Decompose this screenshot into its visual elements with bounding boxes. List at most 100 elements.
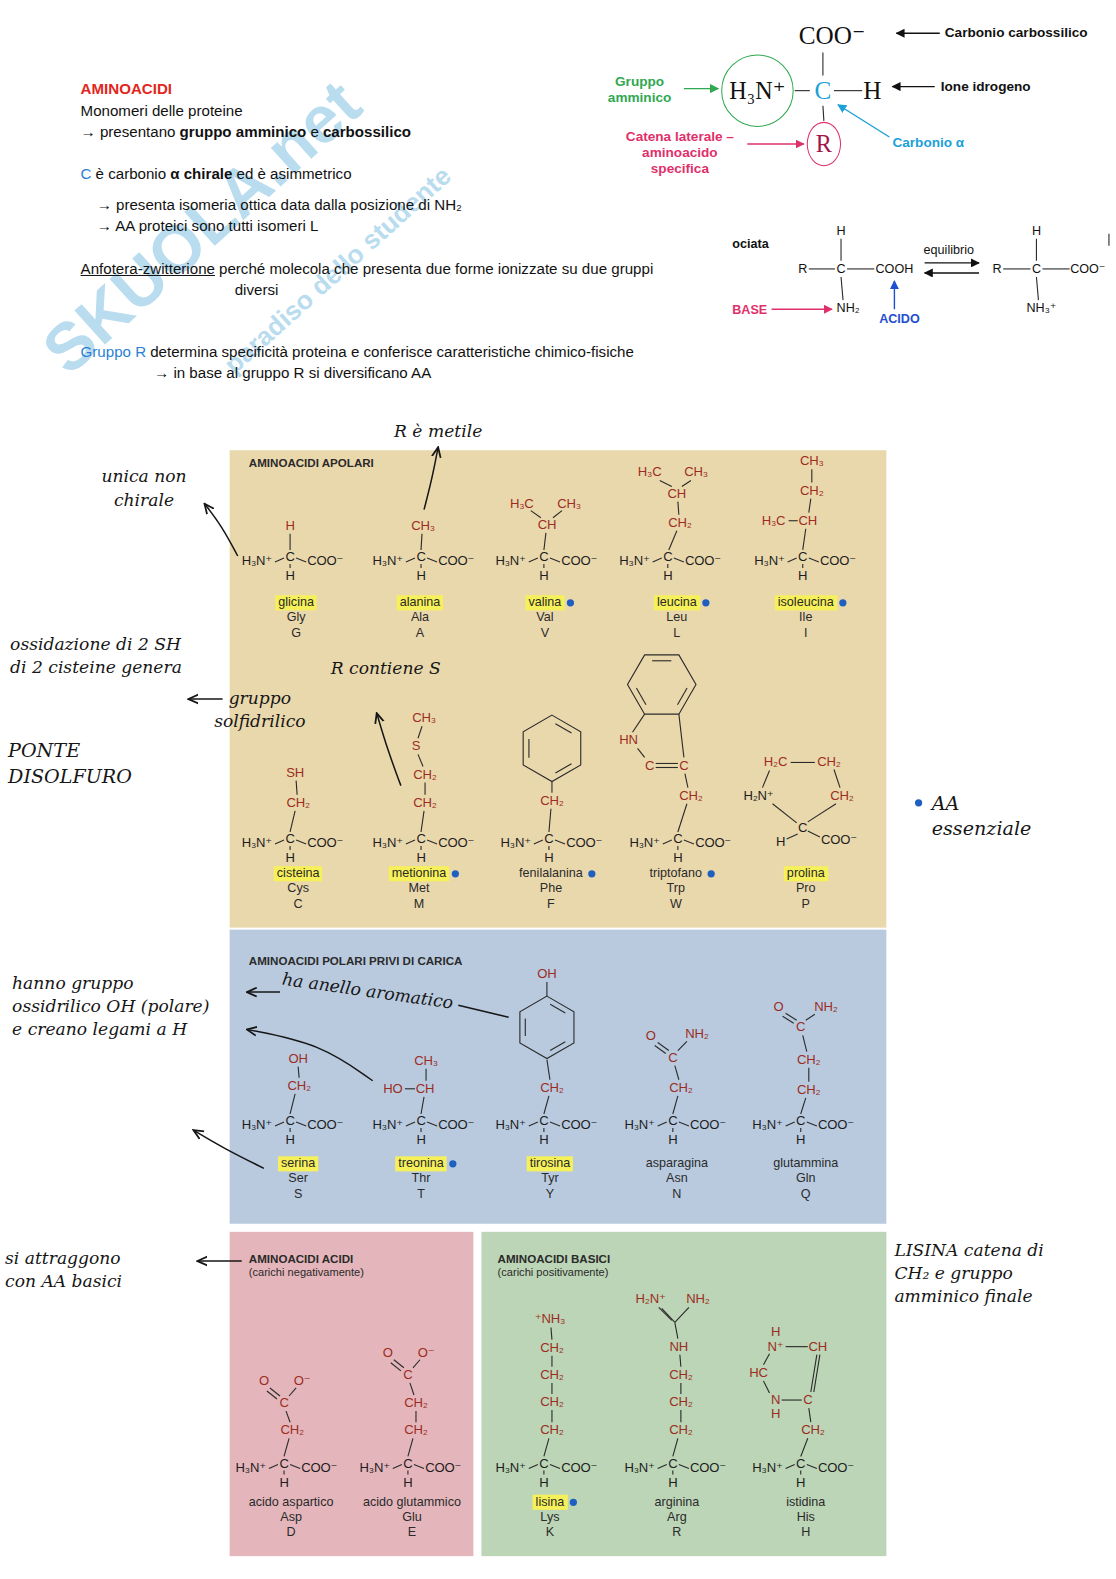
bond-line: [531, 511, 541, 518]
formula-atom: H: [539, 1475, 548, 1490]
formula-atom: C: [539, 549, 548, 564]
formula-atom: CH₂: [801, 1423, 824, 1437]
formula-atom: C: [796, 1455, 805, 1470]
formula-atom: H: [1032, 224, 1041, 238]
bond-line: [544, 1438, 549, 1456]
essential-dot: [567, 599, 574, 606]
formula-atom: C: [796, 1456, 805, 1470]
formula-atom: H: [663, 569, 672, 583]
bond-line: [834, 90, 862, 91]
formula-atom: COO⁻: [820, 554, 856, 568]
amino-acid-name: glicina: [275, 595, 317, 610]
formula-atom: CH₂: [404, 1395, 427, 1410]
formula-atom: COO⁻: [818, 1118, 854, 1132]
formula-atom: H: [796, 1475, 805, 1490]
ring-outline: [520, 996, 574, 1058]
handwritten-note: si attraggono con AA basici: [5, 1247, 156, 1293]
formula-atom: COO⁻: [1070, 262, 1105, 276]
formula-atom: C: [668, 1050, 677, 1065]
bond-line: [675, 1066, 679, 1080]
formula-atom: H₃N⁺: [619, 553, 649, 568]
title-text: AMINOACIDI: [81, 80, 172, 97]
formula-atom: S: [412, 739, 421, 753]
formula-atom: H₃C: [762, 514, 786, 528]
formula-atom: C: [416, 549, 425, 564]
handwritten-note: R contiene S: [331, 658, 441, 678]
formula-atom: C: [798, 549, 807, 564]
bond-line: [673, 1096, 678, 1114]
bond-line: [543, 1471, 544, 1475]
handwritten-note: gruppo solfidrilico: [214, 688, 305, 731]
formula-atom: N: [771, 1393, 780, 1407]
bond-line: [289, 1388, 296, 1396]
note-text: C: [81, 165, 92, 182]
one-letter-code: F: [544, 896, 558, 911]
note-line: → presentanogruppo amminicoecarbossilico: [81, 121, 411, 142]
formula-atom: CH₂: [797, 1053, 820, 1067]
bond-line: [296, 781, 297, 795]
panel-heading: AMINOACIDI POLARI PRIVI DI CARICA: [249, 954, 887, 968]
bond-line: [286, 1411, 290, 1422]
formula-atom: OH: [289, 1051, 308, 1066]
formula-atom: CH₂: [404, 1423, 427, 1437]
three-letter-code: Pro: [793, 881, 819, 896]
handwritten-arrow: [247, 1029, 373, 1080]
handwritten-note: ossidazione di 2 SH di 2 cisteine genera: [10, 633, 189, 679]
formula-atom: H: [279, 1475, 288, 1490]
bond-line: [663, 840, 672, 844]
formula-atom: C: [798, 821, 807, 835]
formula-atom: H₃N⁺: [629, 836, 659, 850]
formula-atom: CH₂: [286, 796, 309, 810]
formula-atom: H: [776, 834, 785, 849]
formula-atom: H: [668, 1475, 677, 1490]
bond-line: [678, 1041, 687, 1050]
amino-acid-name: tirosina: [527, 1156, 574, 1171]
formula-atom: H: [539, 1133, 548, 1147]
amino-acid-name: fenilalanina: [516, 866, 586, 881]
formula-atom: COO⁻: [685, 554, 721, 568]
group-circle: H₃N⁺: [721, 54, 794, 127]
formula-atom: HN: [619, 732, 638, 747]
formula-atom: R: [993, 262, 1002, 276]
three-letter-code: Ile: [796, 610, 815, 625]
essential-dot: [588, 870, 595, 877]
formula-atom: CH₂: [404, 1396, 427, 1410]
formula-atom: C: [279, 1455, 288, 1470]
bond-line: [290, 1128, 291, 1132]
formula-atom: H₃N⁺: [242, 835, 272, 850]
essential-dot: [915, 799, 922, 806]
bond-line: [549, 809, 551, 832]
formula-atom: NH₂: [814, 1000, 837, 1014]
amino-acid-name: isoleucina: [775, 595, 837, 610]
ring-outline: [523, 715, 581, 781]
bond-line: [801, 1438, 808, 1456]
bond-line: [415, 1411, 416, 1422]
pointer-arrow: [925, 262, 979, 263]
amino-acid-name: prolina: [784, 866, 828, 881]
bond-line: [544, 1096, 549, 1114]
formula-atom: C: [673, 832, 682, 846]
bond-line: [1036, 239, 1037, 261]
note-text: perché molecola che presenta due forme i…: [219, 260, 653, 298]
three-letter-code: Gln: [793, 1171, 819, 1186]
formula-atom: C: [668, 1113, 677, 1128]
formula-atom: C: [679, 757, 688, 772]
handwritten-note: gruppo solfidrilico: [204, 687, 315, 733]
handwritten-note: PONTE DISOLFURO: [8, 739, 132, 786]
one-letter-code: G: [288, 625, 304, 640]
pointer-arrow: [894, 281, 895, 309]
bond-line: [680, 1410, 681, 1422]
note-text: Gruppo R: [81, 343, 147, 360]
three-letter-code: Tyr: [538, 1171, 562, 1186]
formula-atom: NH₂: [685, 1027, 708, 1041]
formula-atom: H: [544, 851, 553, 865]
bond-line: [1108, 234, 1109, 246]
one-letter-code: I: [801, 625, 811, 640]
amino-acid-name: glutammina: [770, 1156, 841, 1171]
bond-line: [427, 840, 437, 844]
formula-atom: CH₂: [413, 796, 436, 810]
formula-atom: H₃N⁺: [242, 836, 272, 850]
bond-line: [680, 1355, 681, 1367]
bond-line: [763, 1354, 769, 1365]
bond-line: [809, 268, 835, 269]
